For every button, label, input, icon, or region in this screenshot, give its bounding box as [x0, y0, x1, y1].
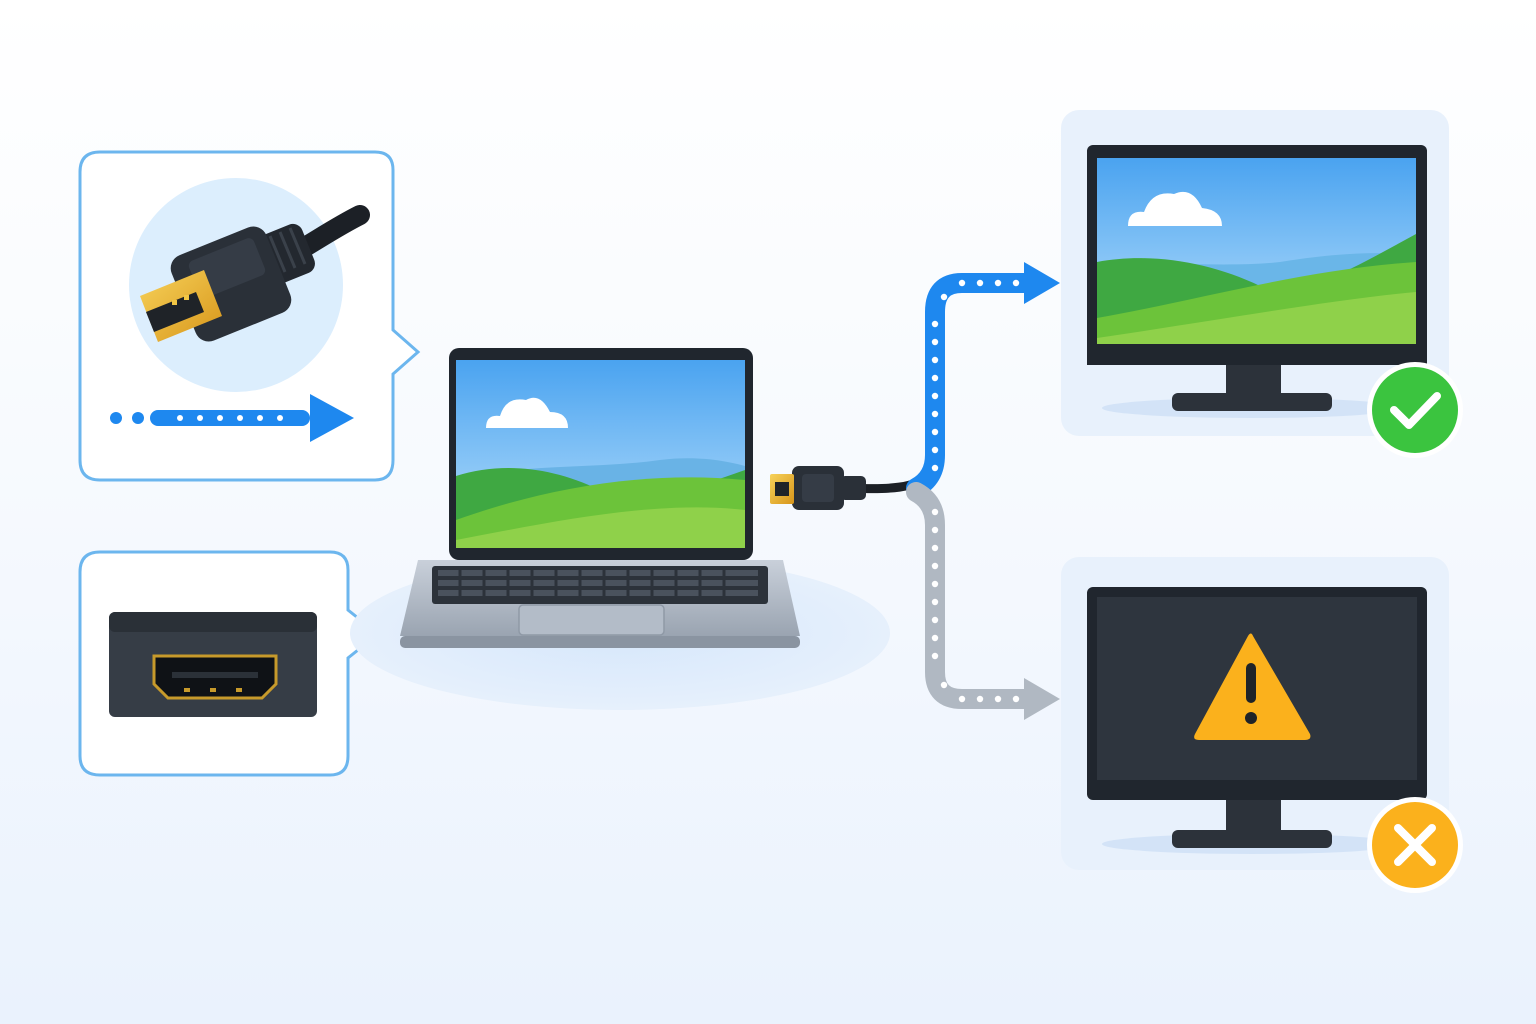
- active-signal-path: [906, 262, 1060, 498]
- hdmi-port-icon: [109, 612, 317, 717]
- check-icon: [1367, 362, 1463, 458]
- signal-arrow-icon: [110, 394, 354, 442]
- inactive-signal-path: [906, 482, 1060, 720]
- monitor-working: [1061, 110, 1463, 458]
- hdmi-plug-callout: [78, 150, 421, 482]
- close-icon: [1367, 797, 1463, 893]
- hdmi-port-callout: [78, 550, 381, 777]
- monitor-no-signal: [1061, 557, 1463, 893]
- monitor-working-screen: [1097, 158, 1416, 344]
- warning-icon: [1194, 633, 1311, 740]
- laptop-screen: [456, 360, 745, 548]
- hdmi-plug-icon: [140, 205, 370, 342]
- laptop: [400, 348, 800, 648]
